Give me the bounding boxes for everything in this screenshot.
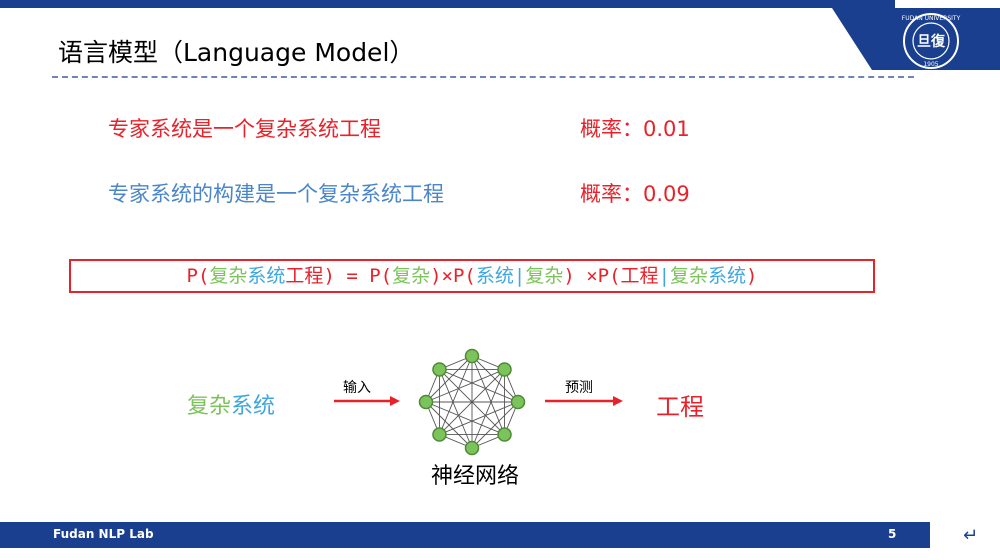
slide-title: 语言模型（Language Model） xyxy=(58,38,415,67)
chain-rule-formula: P(复杂系统工程) = P(复杂)×P(系统|复杂) ×P(工程|复杂系统) xyxy=(69,259,875,293)
network-edge xyxy=(439,369,473,449)
university-seal-icon: 旦復 FUDAN UNIVERSITY 1905 xyxy=(902,13,961,69)
formula-part: ) ×P( xyxy=(563,265,621,287)
formula-word: 系统 xyxy=(475,265,514,287)
input-word-part: 系统 xyxy=(231,394,276,419)
network-node xyxy=(510,394,526,410)
network-node xyxy=(464,440,480,456)
output-arrow-label: 预测 xyxy=(565,380,593,396)
network-edge xyxy=(439,369,519,403)
top-bar xyxy=(0,0,895,8)
page-number: 5 xyxy=(888,527,897,541)
input-arrow-label: 输入 xyxy=(343,380,371,396)
neural-network-label: 神经网络 xyxy=(431,464,520,489)
footer-bar xyxy=(0,522,930,548)
output-arrow-icon xyxy=(545,396,623,406)
example-probability-1: 概率：0.01 xyxy=(580,117,690,141)
seal-university-text: FUDAN UNIVERSITY xyxy=(902,15,961,22)
network-node xyxy=(464,348,480,364)
university-logo-tab: 旦復 FUDAN UNIVERSITY 1905 xyxy=(832,8,1000,70)
formula-word: 系统 xyxy=(708,265,747,287)
example-sentence-1: 专家系统是一个复杂系统工程 xyxy=(108,117,381,141)
formula-separator: | xyxy=(658,265,671,287)
formula-word: 复杂 xyxy=(525,265,564,287)
formula-word: 复杂 xyxy=(392,265,431,287)
formula-separator: | xyxy=(513,265,526,287)
formula-part: )×P( xyxy=(430,265,476,287)
network-node xyxy=(418,394,434,410)
formula-part: ) xyxy=(746,265,758,287)
footer-lab-name: Fudan NLP Lab xyxy=(53,527,154,541)
example-sentence-2: 专家系统的构建是一个复杂系统工程 xyxy=(108,182,444,206)
input-word-part: 复杂 xyxy=(187,394,232,419)
network-node xyxy=(497,427,512,442)
input-arrow-icon xyxy=(334,396,400,406)
example-probability-2: 概率：0.09 xyxy=(580,182,690,206)
network-edge xyxy=(439,369,505,435)
neural-network-icon xyxy=(418,348,526,456)
formula-word: 复杂 xyxy=(670,265,709,287)
output-word: 工程 xyxy=(656,393,704,421)
network-node xyxy=(497,362,512,377)
title-divider xyxy=(52,76,914,78)
seal-glyph: 旦復 xyxy=(917,33,946,50)
network-node xyxy=(432,362,447,377)
network-edge xyxy=(425,401,473,449)
seal-year-text: 1905 xyxy=(923,61,938,68)
formula-word: 工程 xyxy=(285,265,324,287)
formula-part: ) = P( xyxy=(323,265,393,287)
formula-part: P( xyxy=(186,265,210,287)
formula-word: 复杂 xyxy=(209,265,248,287)
input-words: 复杂系统 xyxy=(187,388,275,420)
formula-word: 系统 xyxy=(247,265,286,287)
formula-word: 工程 xyxy=(620,265,659,287)
logo-tab-background xyxy=(832,8,1000,70)
network-node xyxy=(432,427,447,442)
return-mark-icon: ↵ xyxy=(963,525,979,546)
